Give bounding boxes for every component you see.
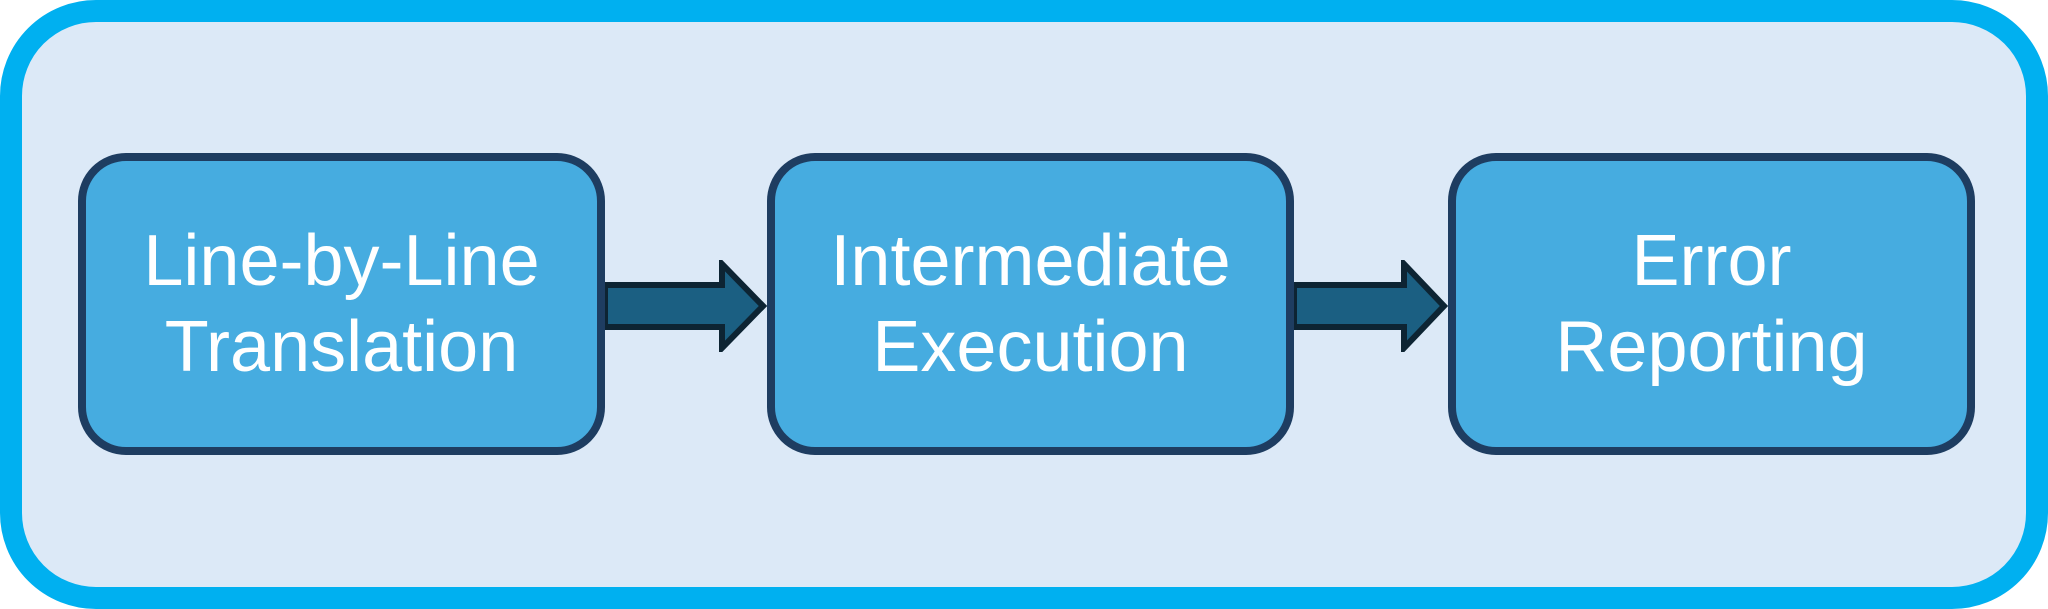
step-label: Intermediate Execution (830, 220, 1231, 387)
step-label: Error Reporting (1555, 220, 1868, 387)
step-intermediate-execution: Intermediate Execution (767, 153, 1294, 455)
arrow-right-icon (605, 260, 767, 352)
step-label: Line-by-Line Translation (143, 220, 540, 387)
step-error-reporting: Error Reporting (1448, 153, 1975, 455)
arrow-right-icon (1294, 260, 1448, 352)
step-line-by-line-translation: Line-by-Line Translation (78, 153, 605, 455)
